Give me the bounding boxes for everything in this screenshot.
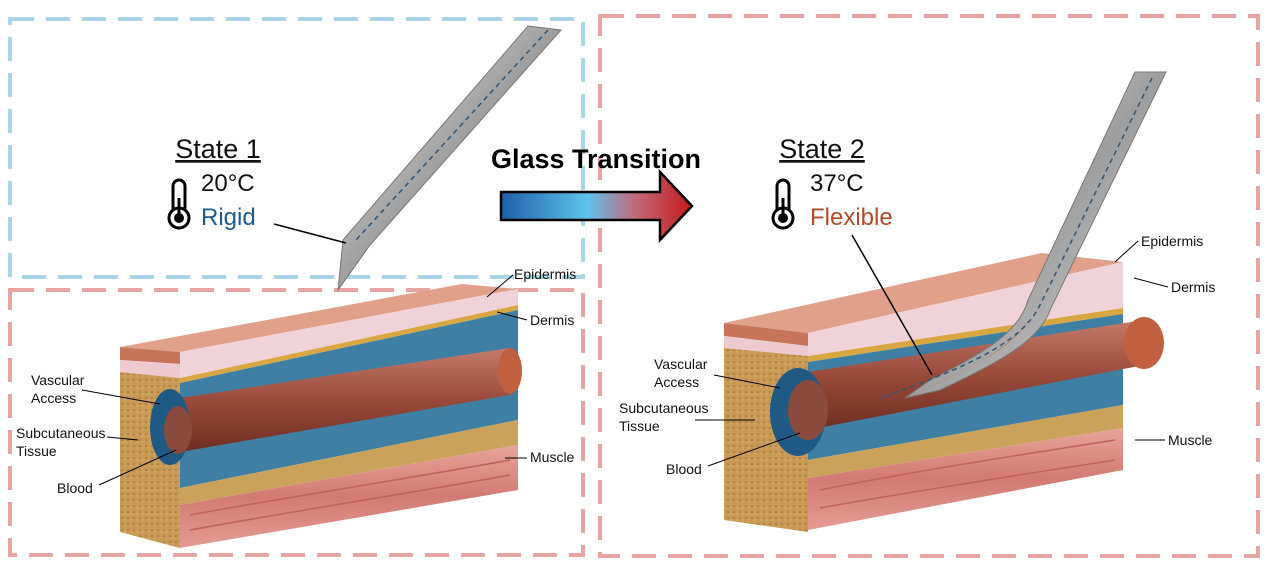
vascular-label-1b: Access — [31, 390, 76, 406]
muscle-label-2: Muscle — [1168, 432, 1213, 448]
blood-vessel — [180, 348, 510, 452]
state1-property: Rigid — [201, 204, 256, 231]
muscle-layer — [180, 445, 518, 548]
state2-frame — [598, 14, 1260, 558]
dermis-label-2: Dermis — [1171, 279, 1215, 295]
state1-bottom-frame — [8, 288, 585, 557]
subcutaneous-label-1b: Tissue — [16, 443, 57, 459]
subcutaneous-label-2b: Tissue — [619, 418, 660, 434]
blood-label-1: Blood — [57, 480, 93, 496]
state1-labels: State 1 20°C Rigid Epidermis Dermis Vasc… — [16, 134, 576, 496]
state2-temperature: 37°C — [810, 170, 864, 197]
state1-title: State 1 — [175, 134, 261, 164]
vascular-label-2a: Vascular — [654, 356, 708, 372]
muscle-layer-2 — [808, 428, 1123, 530]
state2-title: State 2 — [779, 134, 865, 164]
muscle-label-1: Muscle — [530, 449, 575, 465]
thermometer-icon — [771, 178, 795, 230]
state1-temperature: 20°C — [201, 170, 255, 197]
needle-icon — [337, 25, 563, 292]
vascular-label-1a: Vascular — [31, 372, 85, 388]
dermis-label-1: Dermis — [530, 312, 574, 328]
thermometer-icon — [167, 178, 191, 230]
epidermis-top-2 — [724, 253, 1123, 333]
tissue-block-state1 — [120, 284, 522, 548]
epidermis-label-1: Epidermis — [514, 266, 576, 282]
arrow-right-icon — [499, 168, 694, 244]
blood-label-2: Blood — [666, 461, 702, 477]
state1-top-frame — [8, 17, 585, 279]
subcutaneous-label-2a: Subcutaneous — [619, 400, 709, 416]
transition-label: Glass Transition — [491, 144, 701, 174]
vascular-label-2b: Access — [654, 374, 699, 390]
subcutaneous-label-1a: Subcutaneous — [16, 425, 106, 441]
glass-transition-arrow: Glass Transition — [491, 144, 701, 244]
blood-vessel-2 — [808, 320, 1144, 430]
state2-property: Flexible — [810, 204, 893, 231]
needle-icon — [879, 71, 1167, 400]
epidermis-top — [120, 284, 518, 352]
tissue-block-state2 — [724, 253, 1164, 532]
epidermis-label-2: Epidermis — [1141, 233, 1203, 249]
state2-labels: State 2 37°C Flexible Epidermis Dermis V… — [619, 134, 1215, 477]
